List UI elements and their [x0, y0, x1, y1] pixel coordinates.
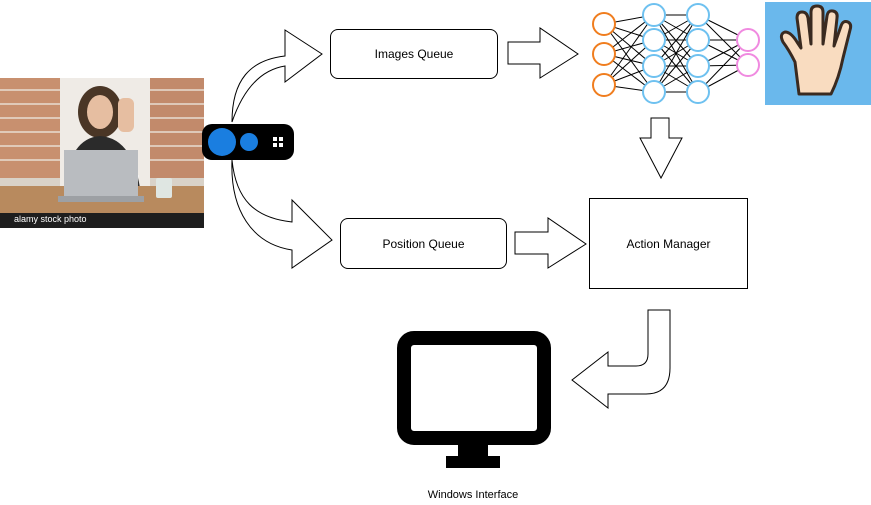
arrow-action-manager-to-monitor: [571, 309, 671, 410]
camera-grid-icon: [273, 137, 283, 147]
input-photo: alamy stock photo: [0, 78, 204, 228]
webcam-icon: [202, 124, 294, 160]
position-queue-label: Position Queue: [382, 236, 465, 251]
curved-arrow-to-position-queue: [231, 159, 333, 269]
action-manager-node: Action Manager: [589, 198, 748, 289]
camera-lens-large: [208, 128, 236, 156]
arrow-network-to-action-manager: [639, 117, 683, 180]
monitor-icon: [397, 331, 551, 468]
images-queue-label: Images Queue: [374, 47, 454, 61]
position-queue-node: Position Queue: [340, 218, 507, 269]
windows-interface-label: Windows Interface: [427, 489, 519, 501]
neural-network-icon: [592, 3, 760, 104]
open-hand-icon: [779, 4, 853, 96]
arrow-position-to-action-manager: [514, 217, 587, 269]
camera-lens-small: [240, 133, 258, 151]
gesture-output: [765, 2, 871, 105]
arrow-images-to-network: [507, 27, 579, 79]
images-queue-node: Images Queue: [330, 29, 498, 79]
curved-arrow-to-images-queue: [231, 29, 323, 123]
photo-watermark: alamy stock photo: [14, 214, 87, 224]
action-manager-label: Action Manager: [626, 236, 711, 251]
person-gesture-photo: [0, 78, 204, 228]
